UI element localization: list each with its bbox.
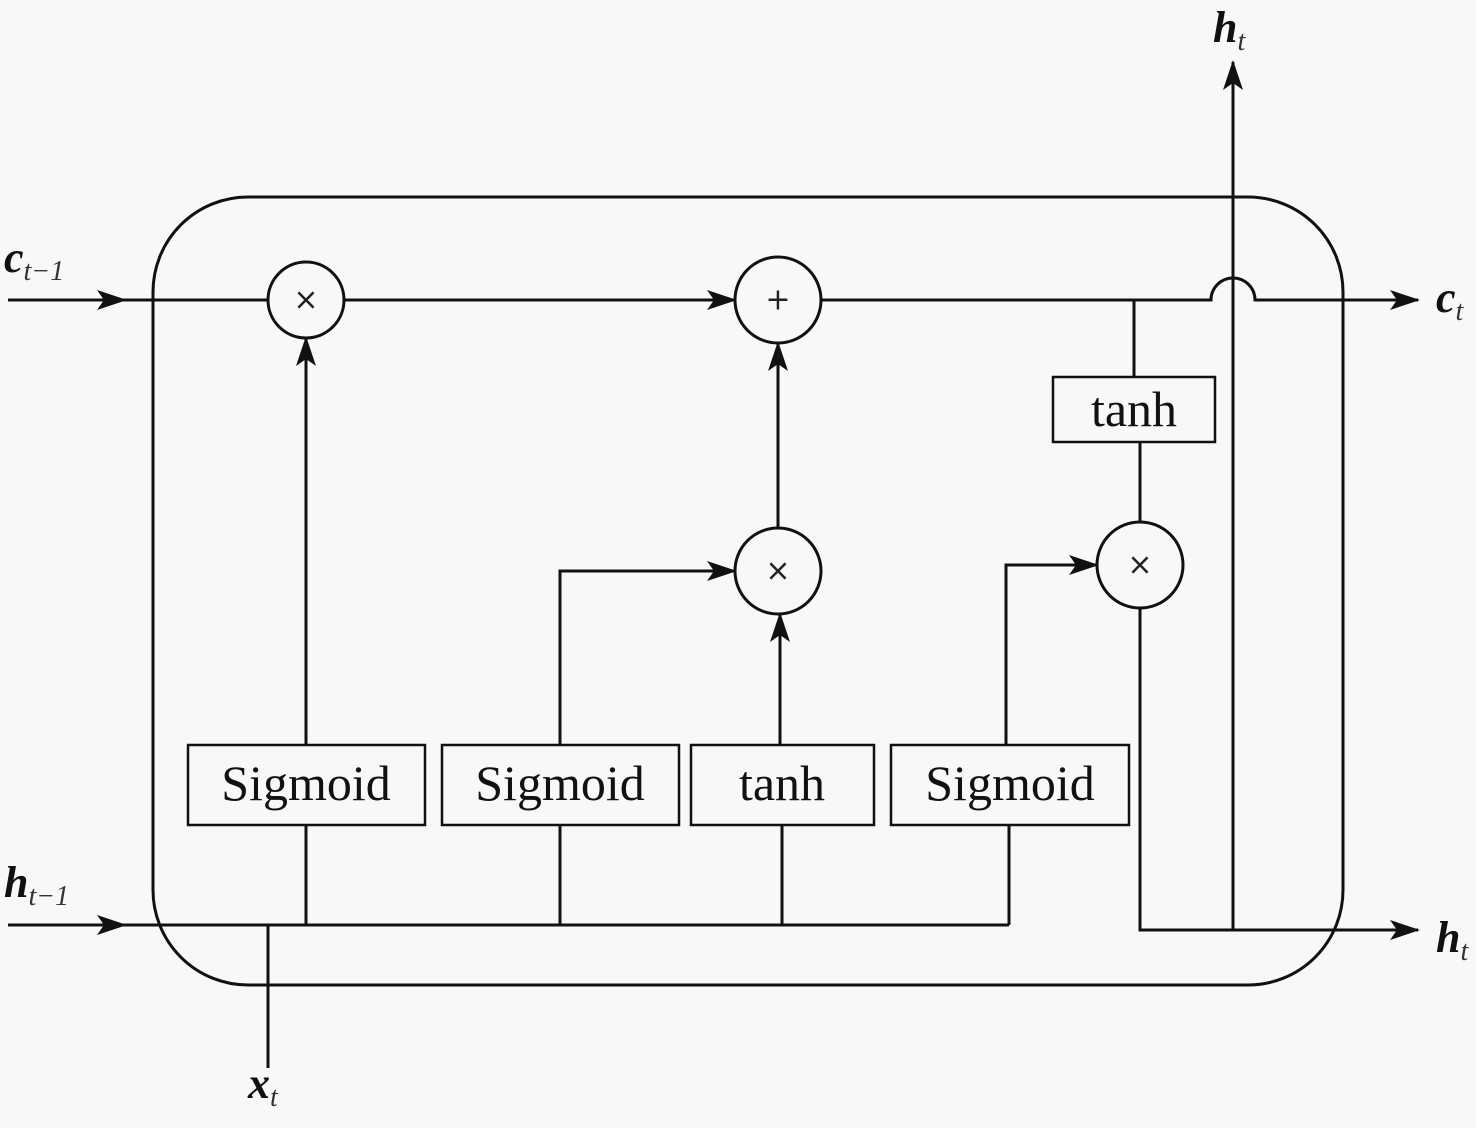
hidden-input-line <box>8 825 1011 1068</box>
svg-text:+: + <box>765 283 790 318</box>
cell-state-line <box>8 276 1420 310</box>
label-h-prev: ht−1 <box>4 858 69 912</box>
cell-tanh-box: tanh <box>1051 375 1217 444</box>
forget-gate-box: Sigmoid <box>186 743 427 827</box>
forget-multiply-node: × <box>266 260 346 340</box>
cell-add-node: + <box>733 255 823 345</box>
svg-text:×: × <box>765 554 790 589</box>
svg-text:×: × <box>1127 548 1152 583</box>
output-gate-box: Sigmoid <box>889 743 1131 827</box>
svg-text:Sigmoid: Sigmoid <box>475 755 644 811</box>
svg-text:tanh: tanh <box>1091 381 1177 437</box>
output-multiply-node: × <box>1095 520 1185 610</box>
label-h-t-top: ht <box>1213 3 1246 57</box>
label-c-prev: ct−1 <box>4 233 64 287</box>
svg-text:tanh: tanh <box>739 755 825 811</box>
svg-text:Sigmoid: Sigmoid <box>221 755 390 811</box>
candidate-tanh-box: tanh <box>689 743 876 827</box>
svg-text:×: × <box>293 283 318 318</box>
input-multiply-node: × <box>733 526 823 616</box>
svg-text:Sigmoid: Sigmoid <box>925 755 1094 811</box>
cell-boundary <box>151 195 1345 987</box>
label-x-t: xt <box>247 1059 279 1113</box>
input-gate-box: Sigmoid <box>440 743 681 827</box>
label-c-t: ct <box>1436 273 1465 327</box>
label-h-t-right: ht <box>1436 913 1469 967</box>
